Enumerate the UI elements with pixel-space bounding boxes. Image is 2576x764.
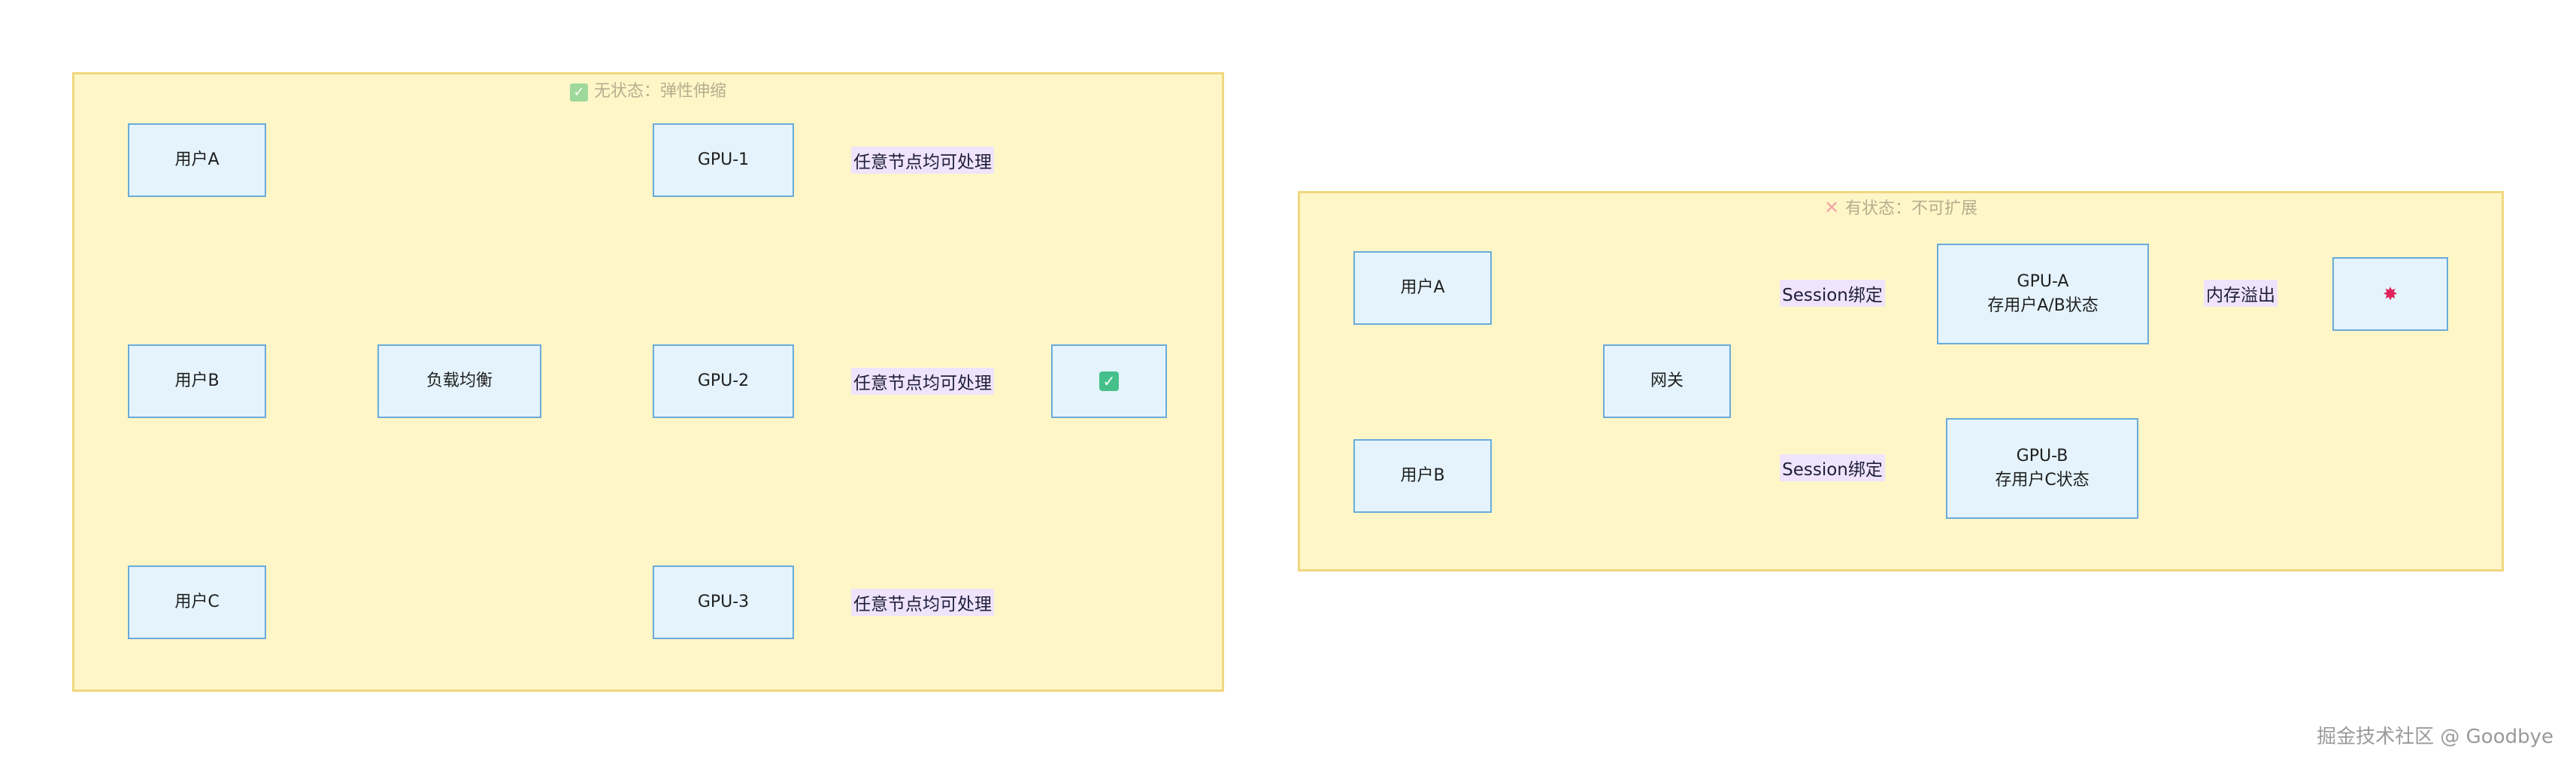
node-gpu-1[interactable]: GPU-1 [653, 123, 794, 197]
node-label: 负载均衡 [426, 371, 492, 391]
check-icon: ✓ [1099, 371, 1119, 391]
node-label: GPU-1 [697, 150, 750, 170]
edge-label-gpu1-done: 任意节点均可处理 [851, 147, 994, 174]
cluster-stateful: ✕ 有状态：不可扩展 [1298, 191, 2504, 571]
node-gpu-a[interactable]: GPU-A 存用户A/B状态 [1937, 244, 2149, 344]
node-user-c-left[interactable]: 用户C [128, 565, 266, 639]
edge-label-gpu3-done: 任意节点均可处理 [851, 589, 994, 616]
node-label: 网关 [1650, 371, 1683, 391]
cross-icon: ✕ [1823, 197, 1840, 218]
node-title: GPU-A [2017, 272, 2069, 292]
burst-icon: ✸ [2382, 283, 2399, 305]
cluster-stateless-title-text: 无状态：弹性伸缩 [593, 82, 726, 101]
edge-label-gpua-crash: 内存溢出 [2204, 280, 2277, 307]
node-load-balancer[interactable]: 负载均衡 [377, 344, 541, 418]
node-user-a-left[interactable]: 用户A [128, 123, 266, 197]
node-gateway[interactable]: 网关 [1603, 344, 1731, 418]
node-gpu-b[interactable]: GPU-B 存用户C状态 [1946, 418, 2138, 519]
watermark: 掘金技术社区 @ Goodbye [2317, 726, 2553, 748]
node-label: 用户A [1400, 278, 1445, 298]
node-label: GPU-2 [697, 371, 750, 391]
node-done[interactable]: ✓ [1051, 344, 1167, 418]
node-label: GPU-3 [697, 593, 750, 612]
check-icon: ✓ [569, 83, 588, 102]
node-label: 用户A [174, 150, 220, 170]
node-title: GPU-B [2016, 447, 2068, 466]
node-subtitle: 存用户C状态 [1995, 471, 2090, 490]
node-crash[interactable]: ✸ [2332, 257, 2448, 331]
node-user-b-left[interactable]: 用户B [128, 344, 266, 418]
node-gpu-2[interactable]: GPU-2 [653, 344, 794, 418]
cluster-stateless-title: ✓ 无状态：弹性伸缩 [74, 77, 1222, 102]
node-label: 用户C [174, 593, 220, 612]
node-subtitle: 存用户A/B状态 [1987, 296, 2099, 315]
edge-label-gpu2-done: 任意节点均可处理 [851, 368, 994, 395]
cluster-stateful-title: ✕ 有状态：不可扩展 [1300, 195, 2502, 219]
node-label: 用户B [1400, 466, 1445, 486]
cluster-stateful-title-text: 有状态：不可扩展 [1845, 199, 1978, 218]
edge-label-gateway-gpua: Session绑定 [1780, 280, 1885, 307]
node-user-b-right[interactable]: 用户B [1353, 439, 1492, 513]
node-gpu-3[interactable]: GPU-3 [653, 565, 794, 639]
node-user-a-right[interactable]: 用户A [1353, 251, 1492, 325]
edge-label-gateway-gpub: Session绑定 [1780, 454, 1885, 481]
node-label: 用户B [174, 371, 220, 391]
